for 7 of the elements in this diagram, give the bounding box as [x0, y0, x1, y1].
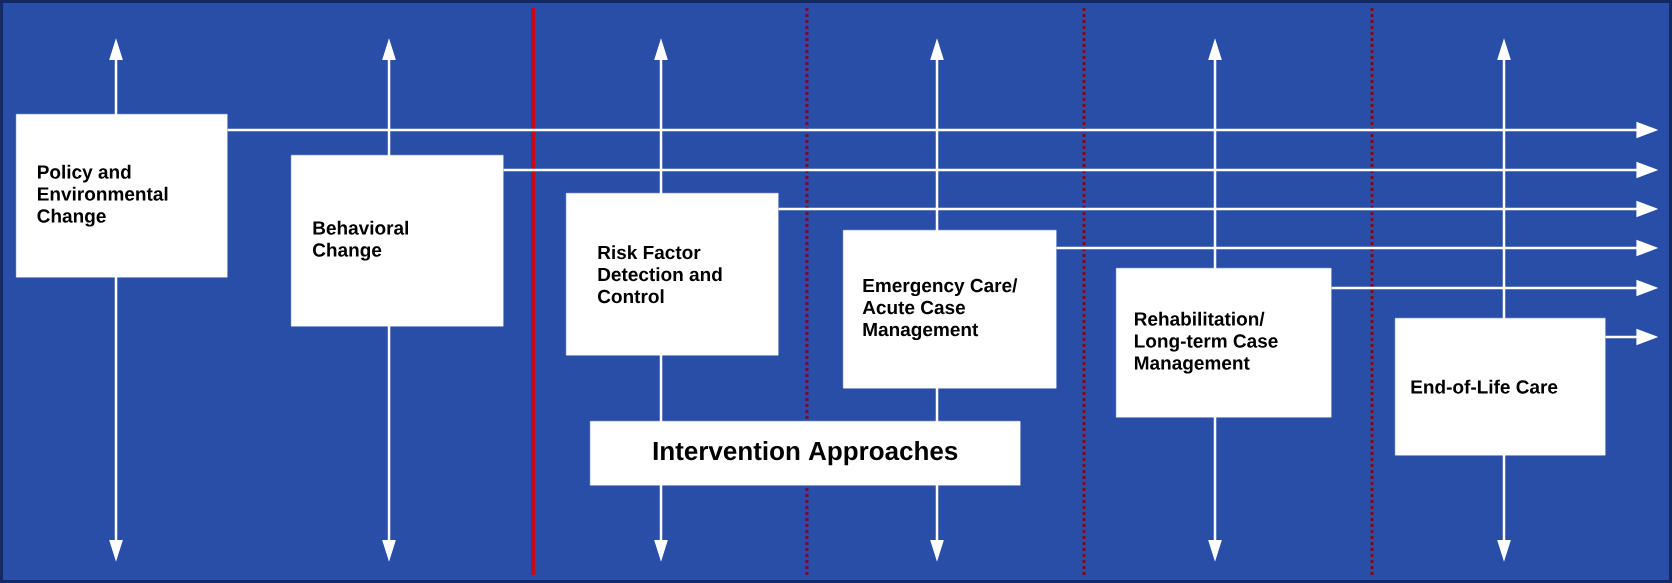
approach-box: Risk Factor Detection and Control	[566, 193, 779, 356]
heading-box: Intervention Approaches	[590, 421, 1021, 486]
approach-box: End-of-Life Care	[1395, 318, 1606, 456]
approach-box: Behavioral Change	[291, 155, 504, 327]
approach-box: Emergency Care/ Acute Case Management	[843, 230, 1057, 389]
approach-box: Rehabilitation/ Long-term Case Management	[1116, 268, 1332, 418]
approach-box: Policy and Environmental Change	[16, 114, 228, 278]
